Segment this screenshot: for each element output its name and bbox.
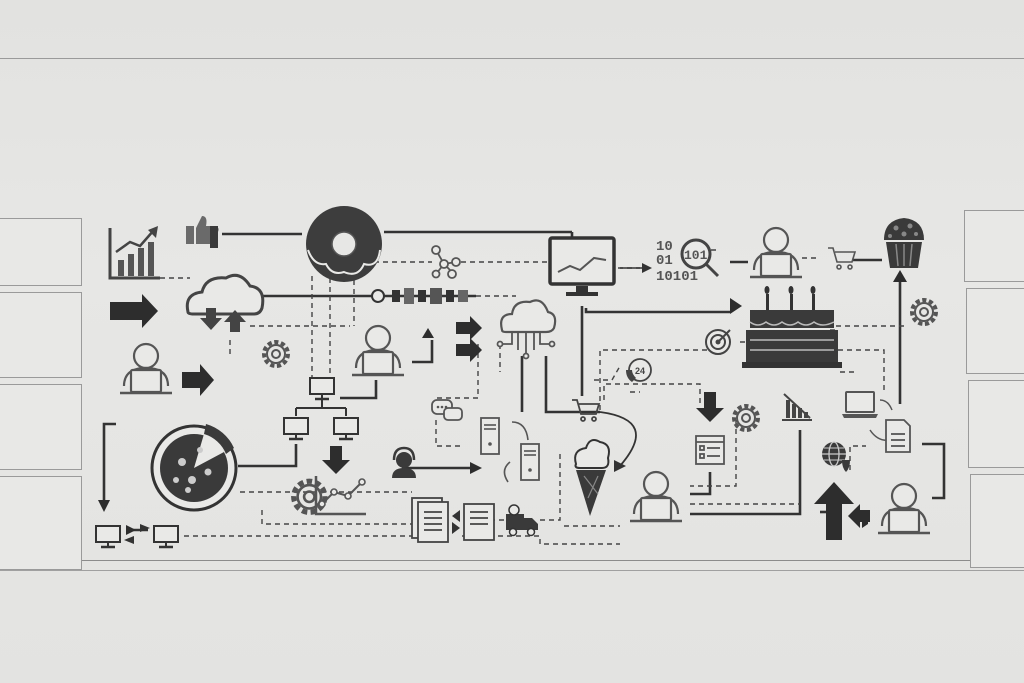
exchange-arrow (124, 536, 134, 544)
computer-icon (308, 376, 336, 401)
curved-arrow (503, 461, 511, 483)
documents-icon (411, 497, 495, 543)
declining-chart-icon (782, 393, 812, 421)
arrowheads (98, 270, 907, 535)
curved-arrow (879, 399, 893, 411)
computer-icon (152, 524, 180, 549)
shopping-cart-icon (828, 247, 857, 270)
shopping-cart-icon (572, 399, 601, 422)
user-laptop-icon (748, 226, 804, 279)
user-laptop-icon (350, 324, 406, 377)
computer-icon (94, 524, 122, 549)
binary-line-2: 01 (656, 253, 673, 269)
computer-icon (282, 416, 310, 441)
gear-icon (910, 298, 938, 326)
pipeline-icon (371, 288, 476, 304)
right-panel-1 (964, 210, 1024, 282)
arrow-right-small-1 (456, 316, 482, 340)
down-arrow-icon (696, 392, 724, 422)
birthday-cake-icon (742, 286, 842, 368)
arrow-to-binary (642, 263, 652, 273)
arrow-right-icon (110, 294, 158, 328)
bar-chart-icon (108, 226, 160, 280)
left-panel-1 (0, 218, 82, 286)
gear-icon (262, 340, 290, 368)
gear-icon (732, 404, 760, 432)
gear-icon (294, 481, 325, 512)
left-panel-4 (0, 476, 82, 570)
target-icon (705, 329, 731, 355)
donut-icon (306, 206, 382, 282)
exchange-arrow (452, 510, 460, 522)
network-nodes-icon (431, 245, 461, 279)
bottom-rule-2 (0, 570, 1024, 571)
exchange-arrow (452, 522, 460, 534)
cloud-network-icon (496, 299, 557, 360)
arrow-right-icon (182, 364, 214, 396)
ice-cream-icon (574, 439, 610, 516)
thumbs-up-icon (186, 216, 219, 248)
phone-24-label: 24 (635, 366, 645, 376)
right-panel-2 (966, 288, 1024, 374)
user-laptop-icon (876, 482, 932, 535)
laptop-icon (842, 391, 878, 418)
binary-search-icon: 10 01 10101 101 (656, 238, 720, 285)
down-arrow-icon (322, 446, 350, 474)
server-icon (480, 417, 500, 455)
server-icon (520, 443, 540, 481)
left-panel-2 (0, 292, 82, 378)
cloud-sync-icon (185, 273, 265, 332)
pizza-icon (150, 424, 238, 512)
arrowhead (614, 460, 626, 472)
right-panel-3 (968, 380, 1024, 468)
user-laptop-icon (628, 470, 684, 523)
headset-support-icon (392, 446, 416, 478)
globe-icon (822, 441, 850, 472)
right-panel-4 (970, 474, 1024, 568)
computer-network-icon (282, 376, 360, 441)
monitor-chart-icon (548, 236, 616, 296)
curved-arrow (511, 421, 529, 441)
line-chart-icon (314, 476, 366, 516)
left-arrow-icon (848, 504, 870, 528)
dashed-connectors (160, 249, 904, 545)
chat-bubbles-icon (431, 399, 463, 421)
cupcake-icon (884, 218, 924, 268)
left-panel-3 (0, 384, 82, 470)
binary-line-3: 10101 (656, 269, 698, 285)
document-icon (885, 419, 911, 453)
delivery-truck-icon (506, 504, 538, 537)
form-list-icon (695, 435, 725, 465)
exchange-arrow (140, 524, 150, 532)
up-arrow-icon (814, 482, 854, 540)
arrow-right-small-2 (456, 338, 482, 362)
binary-lens-text: 101 (684, 248, 708, 263)
computer-icon (332, 416, 360, 441)
curved-arrow (599, 411, 637, 467)
user-laptop-icon (118, 342, 174, 395)
phone-24-icon: 24 (626, 358, 652, 382)
top-rule (0, 58, 1024, 59)
binary-line-1: 10 (656, 239, 673, 255)
bottom-rule (0, 560, 1024, 561)
